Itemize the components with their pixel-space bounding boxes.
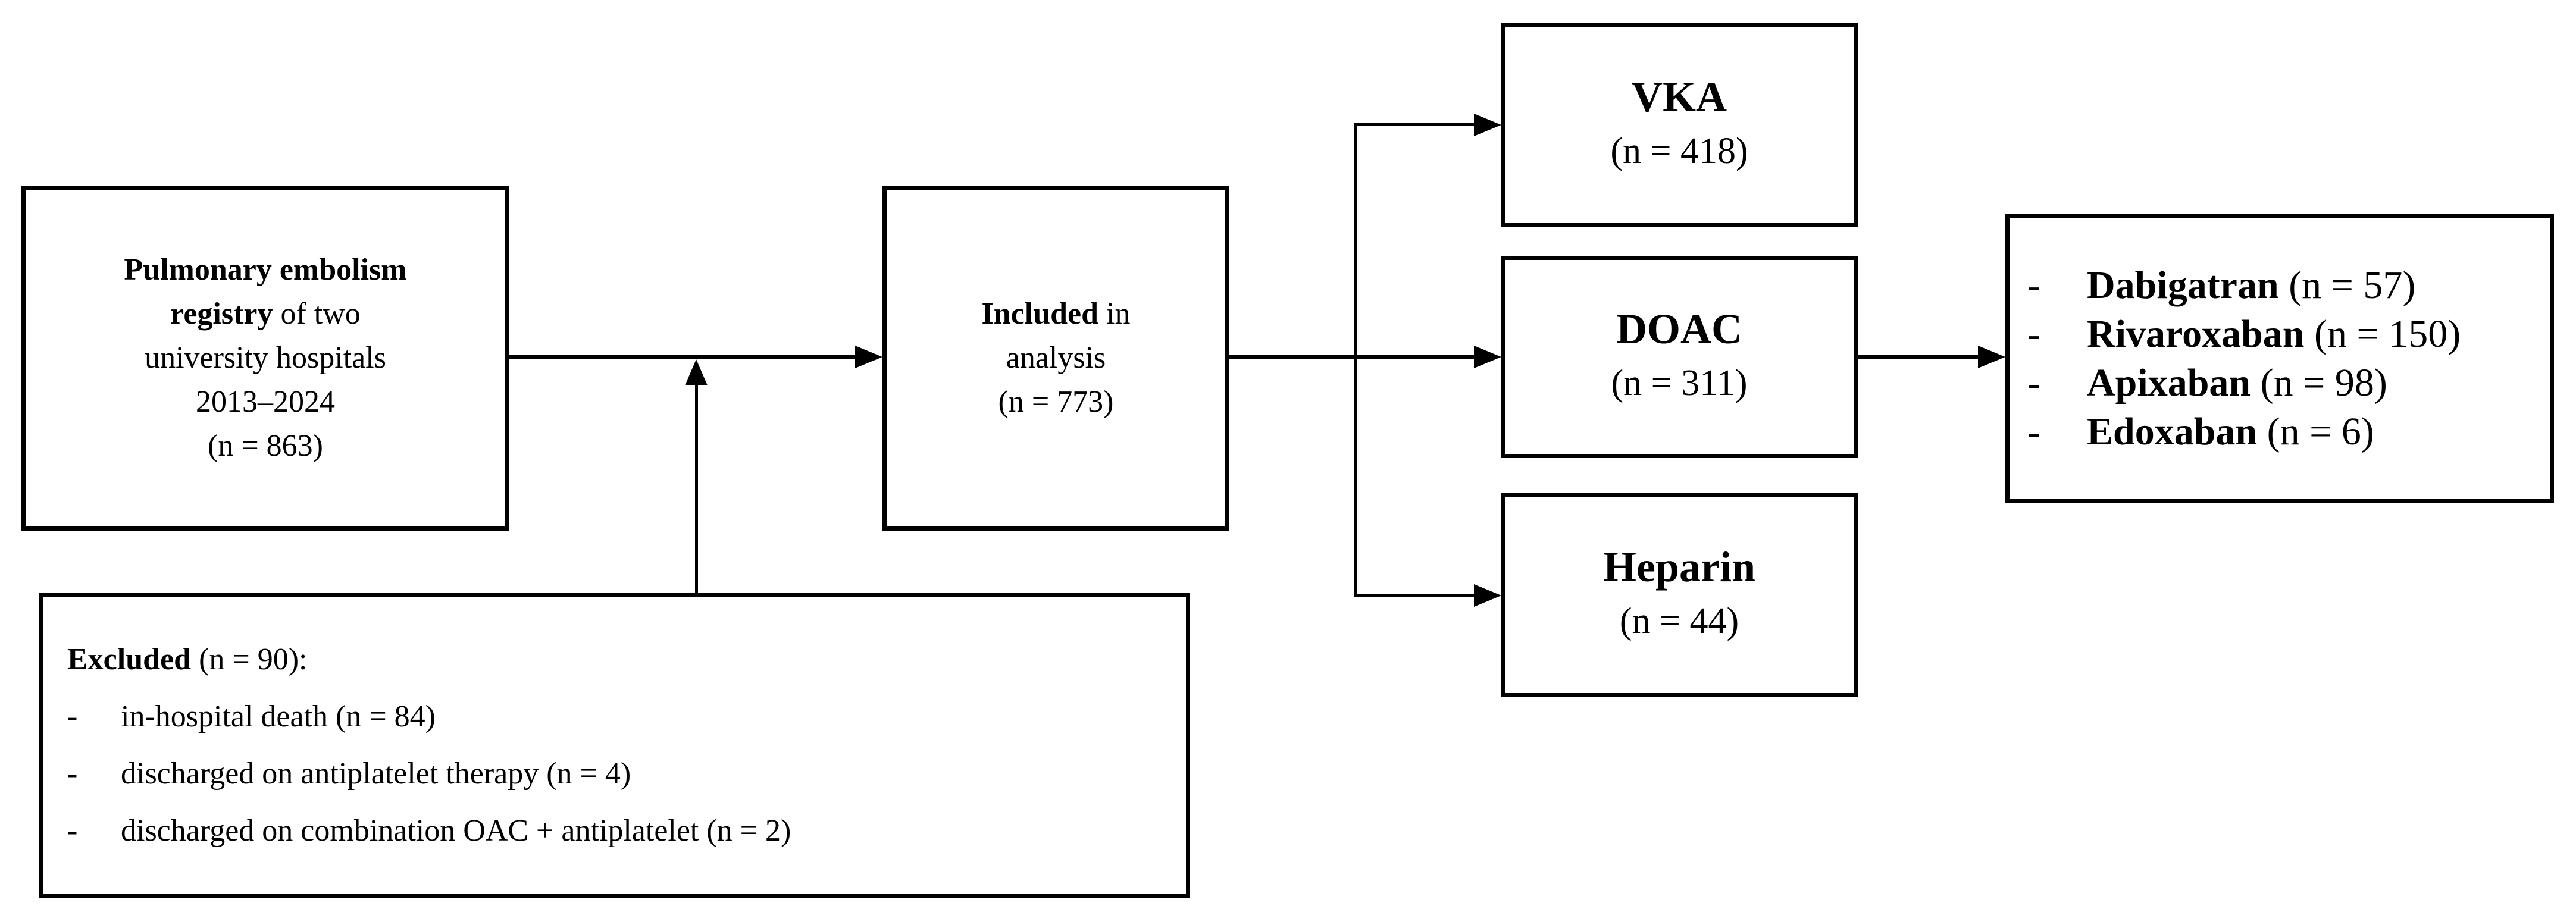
- detail-item-apixaban: - Apixaban (n = 98): [2027, 359, 2544, 408]
- registry-box: Pulmonary embolism registry of two unive…: [21, 186, 509, 531]
- registry-line-1: Pulmonary embolism: [124, 248, 406, 292]
- registry-line1-bold: Pulmonary embolism: [124, 253, 407, 287]
- registry-line2-bold: registry: [170, 297, 273, 331]
- excluded-item-combination: - discharged on combination OAC + antipl…: [67, 803, 1180, 860]
- detail-item-rivaroxaban: - Rivaroxaban (n = 150): [2027, 310, 2544, 359]
- vka-title: VKA: [1632, 73, 1727, 121]
- arrowhead-into-detail: [1978, 346, 2005, 368]
- arrowhead-into-heparin: [1474, 584, 1501, 607]
- vka-count: (n = 418): [1610, 131, 1748, 171]
- connector-registry-to-included: [509, 355, 857, 359]
- vka-box: VKA (n = 418): [1501, 23, 1858, 227]
- included-line1-bold: Included: [981, 297, 1099, 331]
- dash-marker: -: [67, 757, 78, 791]
- drug-name: Apixaban: [2087, 361, 2251, 405]
- connector-doac-to-detail: [1858, 355, 1980, 359]
- branch-trunk-line: [1354, 124, 1357, 597]
- doac-detail-box: - Dabigatran (n = 57) - Rivaroxaban (n =…: [2005, 214, 2554, 503]
- included-line-2: analysis: [1006, 341, 1106, 375]
- dash-marker: -: [67, 700, 78, 734]
- dash-marker: -: [67, 814, 78, 848]
- registry-line-2: registry of two: [170, 292, 361, 336]
- doac-box: DOAC (n = 311): [1501, 256, 1858, 458]
- excluded-item-text: discharged on antiplatelet therapy (n = …: [121, 757, 631, 791]
- detail-item-text: Apixaban (n = 98): [2087, 359, 2544, 408]
- drug-count: (n = 6): [2257, 409, 2374, 453]
- dash-marker: -: [2027, 361, 2040, 405]
- drug-count: (n = 57): [2278, 263, 2416, 307]
- excluded-title-regular: (n = 90):: [191, 642, 308, 676]
- connector-included-to-doac: [1229, 355, 1476, 359]
- detail-item-text: Edoxaban (n = 6): [2087, 408, 2544, 456]
- excluded-item-text: discharged on combination OAC + antiplat…: [121, 814, 791, 848]
- doac-count: (n = 311): [1611, 363, 1748, 403]
- connector-trunk-to-heparin: [1354, 594, 1476, 597]
- registry-line2-regular: of two: [273, 297, 361, 331]
- included-line1-regular: in: [1098, 297, 1131, 331]
- excluded-title-bold: Excluded: [67, 642, 192, 676]
- included-line-1: Included in: [982, 292, 1131, 336]
- doac-title: DOAC: [1616, 305, 1742, 353]
- drug-name: Rivaroxaban: [2087, 312, 2305, 356]
- registry-line-4: 2013–2024: [196, 385, 335, 419]
- heparin-box: Heparin (n = 44): [1501, 493, 1858, 697]
- connector-trunk-to-vka: [1354, 123, 1476, 126]
- excluded-item-death: - in-hospital death (n = 84): [67, 688, 1180, 745]
- connector-excluded-to-flow: [695, 382, 698, 593]
- excluded-title: Excluded (n = 90):: [67, 631, 1180, 688]
- arrowhead-up-from-excluded: [685, 359, 708, 385]
- drug-count: (n = 98): [2251, 361, 2387, 405]
- drug-name: Dabigatran: [2087, 263, 2279, 307]
- included-box: Included in analysis (n = 773): [882, 186, 1229, 531]
- arrowhead-into-included: [855, 346, 882, 368]
- excluded-box: Excluded (n = 90): - in-hospital death (…: [39, 593, 1190, 898]
- included-count: (n = 773): [998, 385, 1114, 419]
- dash-marker: -: [2027, 409, 2040, 453]
- heparin-title: Heparin: [1602, 543, 1755, 591]
- arrowhead-into-doac: [1474, 346, 1501, 368]
- excluded-item-text: in-hospital death (n = 84): [121, 700, 436, 734]
- detail-item-text: Rivaroxaban (n = 150): [2087, 310, 2544, 359]
- registry-count: (n = 863): [208, 429, 323, 463]
- detail-item-edoxaban: - Edoxaban (n = 6): [2027, 408, 2544, 456]
- drug-name: Edoxaban: [2087, 409, 2258, 453]
- registry-line-3: university hospitals: [145, 341, 386, 375]
- dash-marker: -: [2027, 312, 2040, 356]
- dash-marker: -: [2027, 263, 2040, 307]
- drug-count: (n = 150): [2304, 312, 2461, 356]
- heparin-count: (n = 44): [1619, 601, 1739, 641]
- arrowhead-into-vka: [1474, 114, 1501, 136]
- detail-item-dabigatran: - Dabigatran (n = 57): [2027, 261, 2544, 310]
- detail-item-text: Dabigatran (n = 57): [2087, 261, 2544, 310]
- excluded-item-antiplatelet: - discharged on antiplatelet therapy (n …: [67, 745, 1180, 803]
